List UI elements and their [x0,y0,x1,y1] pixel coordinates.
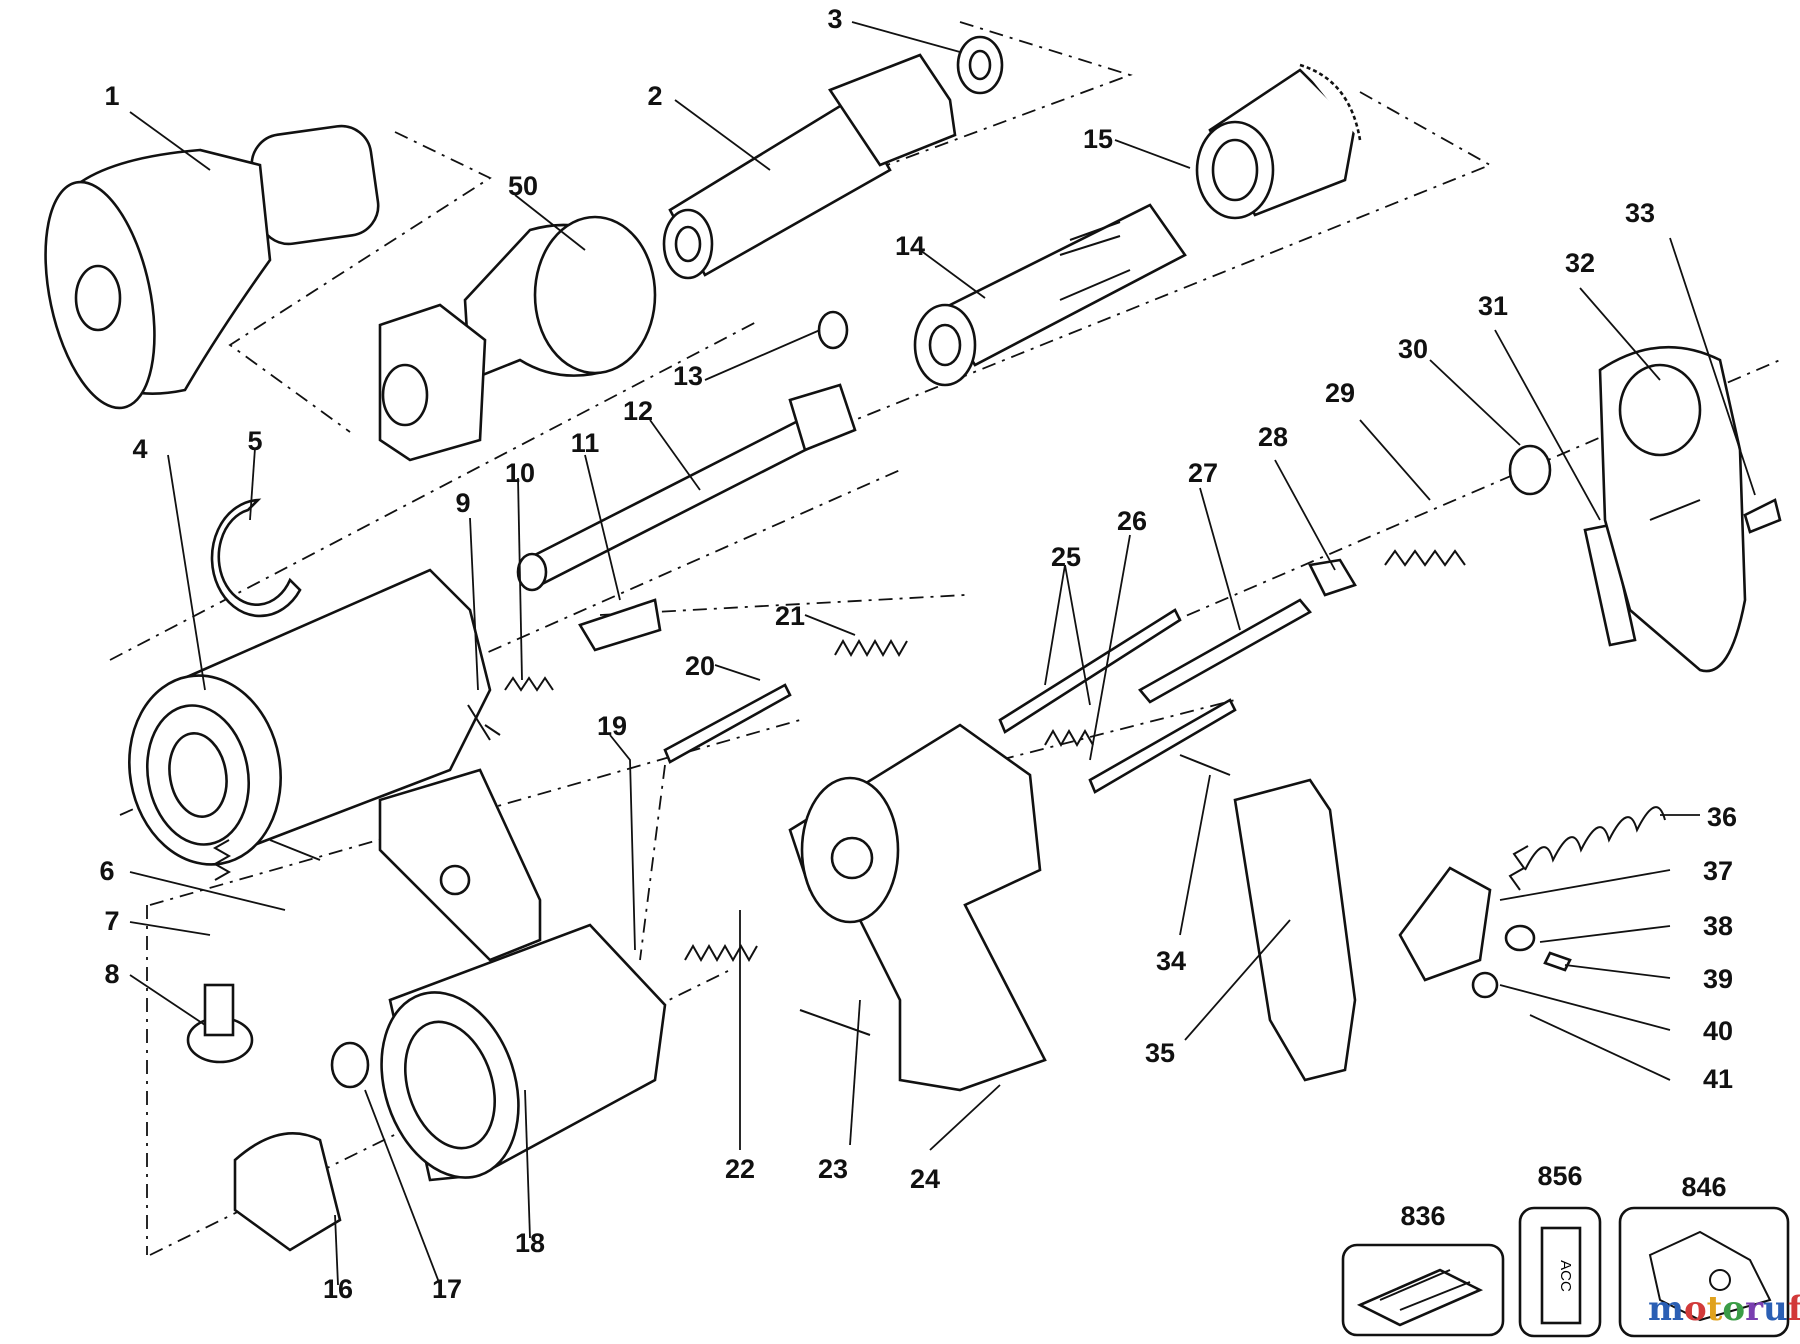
part-label-10: 10 [505,458,535,488]
part-13-washer [817,310,849,350]
part-4-housing [128,568,492,866]
accessory-label-856: 856 [1537,1161,1582,1191]
part-label-34: 34 [1156,946,1186,976]
part-label-6: 6 [99,856,114,886]
part-label-15: 15 [1083,124,1113,154]
part-26-spring [1044,728,1094,748]
accessory-box-846 [1618,1206,1790,1338]
part-label-33: 33 [1625,198,1655,228]
part-17-nut [330,1041,370,1089]
part-32-lever [1598,345,1747,673]
part-11-clip [578,598,662,652]
part-9-pin [467,704,501,741]
part-15-collar [1195,63,1362,220]
part-label-25: 25 [1051,542,1081,572]
part-7-spring [212,839,232,881]
part-31-plate [1583,523,1637,647]
part-label-4: 4 [132,434,147,464]
accessory-856-card-text: ACC [1557,1260,1574,1292]
part-50-bracket [378,215,657,462]
part-label-37: 37 [1703,856,1733,886]
part-label-41: 41 [1703,1064,1733,1094]
part-label-35: 35 [1145,1038,1175,1068]
part-3-nut [956,35,1004,95]
part-label-1: 1 [104,81,119,111]
part-label-12: 12 [623,396,653,426]
part-label-16: 16 [323,1274,353,1304]
part-label-31: 31 [1478,291,1508,321]
part-25-screw-b [1088,698,1237,794]
part-label-9: 9 [455,488,470,518]
part-38-nut [1504,924,1536,952]
part-label-30: 30 [1398,334,1428,364]
part-label-40: 40 [1703,1016,1733,1046]
part-label-2: 2 [647,81,662,111]
accessory-box-836 [1341,1243,1505,1337]
part-25-screw-a [998,608,1182,734]
part-label-18: 18 [515,1228,545,1258]
springs-and-pins [212,444,1637,963]
part-label-26: 26 [1117,506,1147,536]
part-label-13: 13 [673,361,703,391]
part-label-36: 36 [1707,802,1737,832]
part-label-17: 17 [432,1274,462,1304]
part-40-washer [1471,971,1499,999]
part-30-bushing [1508,444,1552,496]
part-36-spring [1524,806,1666,871]
part-24-handle-body [788,723,1047,1092]
part-20-pin [663,683,792,764]
part-label-19: 19 [597,711,627,741]
part-5-snap-ring [210,498,302,618]
part-14-spindle [913,203,1187,387]
part-label-7: 7 [104,906,119,936]
part-22-spring [684,943,758,963]
part-1-handle [44,124,380,410]
part-34-pin [1179,754,1231,776]
part-10-spring [504,676,554,692]
part-label-5: 5 [247,426,262,456]
watermark-logo: motoruf.de [1648,1289,1800,1329]
part-label-27: 27 [1188,458,1218,488]
part-21-spring [834,638,908,658]
part-37-bracket [1398,866,1492,982]
part-16-cap [233,1132,342,1252]
accessory-label-846: 846 [1681,1172,1726,1202]
part-33-screw [1743,498,1782,534]
part-label-32: 32 [1565,248,1595,278]
leader-lines [129,21,1756,1286]
part-label-38: 38 [1703,911,1733,941]
part-label-22: 22 [725,1154,755,1184]
part-2-sleeve [662,53,957,280]
part-29-spring [1384,549,1466,567]
part-label-11: 11 [571,428,600,458]
part-label-21: 21 [775,601,805,631]
part-41-screw [1508,845,1529,891]
part-label-28: 28 [1258,422,1288,452]
part-label-29: 29 [1325,378,1355,408]
part-27-valve [1138,598,1312,704]
part-label-14: 14 [895,231,925,261]
part-label-50: 50 [508,171,538,201]
part-label-24: 24 [910,1164,940,1194]
part-label-20: 20 [685,651,715,681]
part-39-pin [1543,951,1572,972]
part-label-39: 39 [1703,964,1733,994]
part-12-rod [516,383,857,592]
part-35-trigger [1233,778,1357,1082]
accessory-box-856 [1518,1206,1602,1338]
part-18-motor-housing [380,923,667,1182]
part-label-8: 8 [104,959,119,989]
part-label-3: 3 [827,4,842,34]
part-8-valve [186,983,254,1064]
part-label-23: 23 [818,1154,848,1184]
part-6-pin [269,839,321,861]
accessory-label-836: 836 [1400,1201,1445,1231]
part-19-switch-block [378,768,542,962]
